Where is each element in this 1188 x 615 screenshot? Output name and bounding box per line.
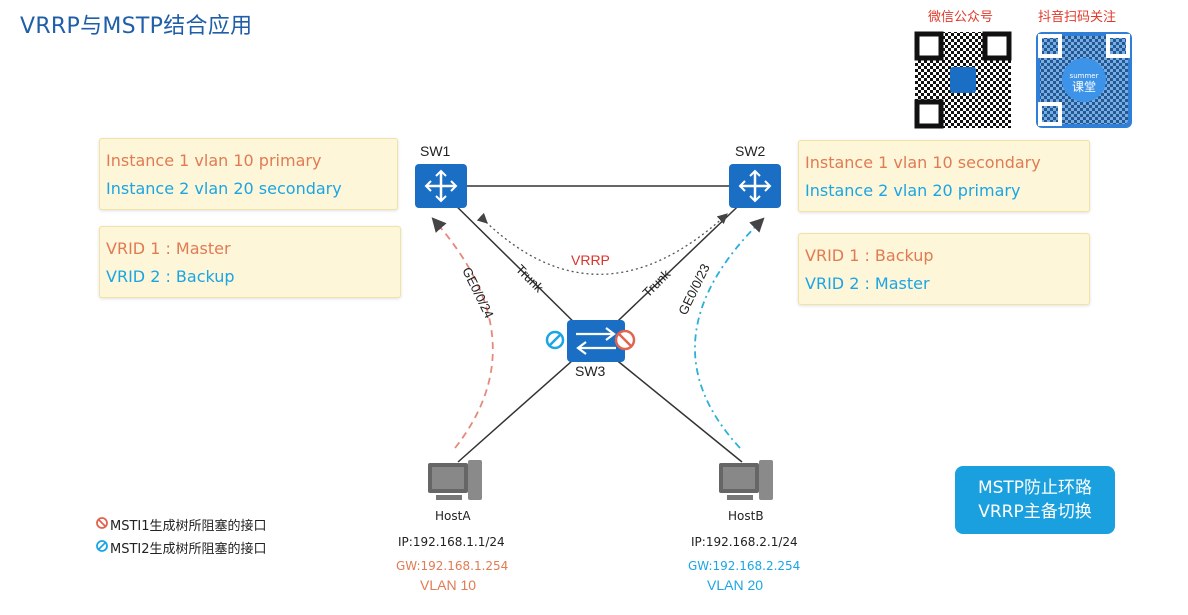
sw1-vrid-2: VRID 2 : Backup <box>106 267 235 286</box>
port-right-label: GE0/0/23 <box>675 261 713 317</box>
sw1-vrid-1: VRID 1 : Master <box>106 239 231 258</box>
hosta-computer-icon <box>428 460 482 500</box>
hostb-label: HostB <box>728 509 764 523</box>
link-sw1-sw3 <box>439 189 593 341</box>
sw1-label: SW1 <box>420 143 451 159</box>
sw1-instance-2: Instance 2 vlan 20 secondary <box>106 179 342 198</box>
sw2-label: SW2 <box>735 143 766 159</box>
sw2-vrid-1: VRID 1 : Backup <box>805 246 934 265</box>
hostb-vlan: VLAN 20 <box>707 577 764 593</box>
sw1-instance-box: Instance 1 vlan 10 primary Instance 2 vl… <box>99 138 398 210</box>
vlan20-path <box>694 217 765 449</box>
hostb-computer-icon <box>719 460 773 500</box>
note-line-1: MSTP防止环路 <box>977 478 1093 498</box>
sw2-instance-box: Instance 1 vlan 10 secondary Instance 2 … <box>798 140 1090 212</box>
sw2-vrid-2: VRID 2 : Master <box>805 274 930 293</box>
link-sw3-hosta <box>457 344 591 463</box>
hostb-gw: GW:192.168.2.254 <box>688 559 801 573</box>
qr-logo-small-text: summer <box>1070 72 1099 80</box>
vrrp-label: VRRP <box>571 252 610 268</box>
mstp-note-box: MSTP防止环路 VRRP主备切换 <box>955 466 1115 534</box>
note-line-2: VRRP主备切换 <box>978 502 1092 522</box>
link-sw3-hostb <box>597 344 743 463</box>
legend-msti2-label: MSTI2生成树所阻塞的接口 <box>110 542 267 557</box>
sw3-label: SW3 <box>575 363 606 379</box>
vlan10-path <box>431 217 494 449</box>
hosta-label: HostA <box>435 509 471 523</box>
vrrp-curve <box>476 212 728 275</box>
legend-msti1-icon <box>96 517 108 529</box>
hosta-vlan: VLAN 10 <box>420 577 477 593</box>
trunk-right-label: Trunk <box>640 266 674 300</box>
page-title: VRRP与MSTP结合应用 <box>20 14 253 39</box>
wechat-qr-code <box>914 31 1012 129</box>
legend-msti2-icon <box>96 540 108 552</box>
qr-logo-text: 课堂 <box>1072 80 1096 94</box>
port-left-label: GE0/0/24 <box>459 265 497 321</box>
sw2-instance-2: Instance 2 vlan 20 primary <box>805 181 1021 200</box>
sw1-router-icon <box>415 164 467 208</box>
sw2-instance-1: Instance 1 vlan 10 secondary <box>805 153 1041 172</box>
sw1-vrid-box: VRID 1 : Master VRID 2 : Backup <box>99 226 401 298</box>
msti2-blocked-icon <box>545 330 565 350</box>
sw2-vrid-box: VRID 1 : Backup VRID 2 : Master <box>798 233 1090 305</box>
sw2-router-icon <box>729 164 781 208</box>
msti1-blocked-icon <box>614 329 636 351</box>
douyin-qr-code <box>1036 32 1132 128</box>
sw1-instance-1: Instance 1 vlan 10 primary <box>106 151 322 170</box>
douyin-label: 抖音扫码关注 <box>1038 10 1117 25</box>
legend-msti1-label: MSTI1生成树所阻塞的接口 <box>110 519 267 534</box>
sw3-switch-icon <box>567 320 625 362</box>
hosta-gw: GW:192.168.1.254 <box>396 559 509 573</box>
hostb-ip: IP:192.168.2.1/24 <box>691 535 798 549</box>
hosta-ip: IP:192.168.1.1/24 <box>398 535 505 549</box>
link-sw2-sw3 <box>597 189 756 341</box>
wechat-label: 微信公众号 <box>928 10 994 25</box>
